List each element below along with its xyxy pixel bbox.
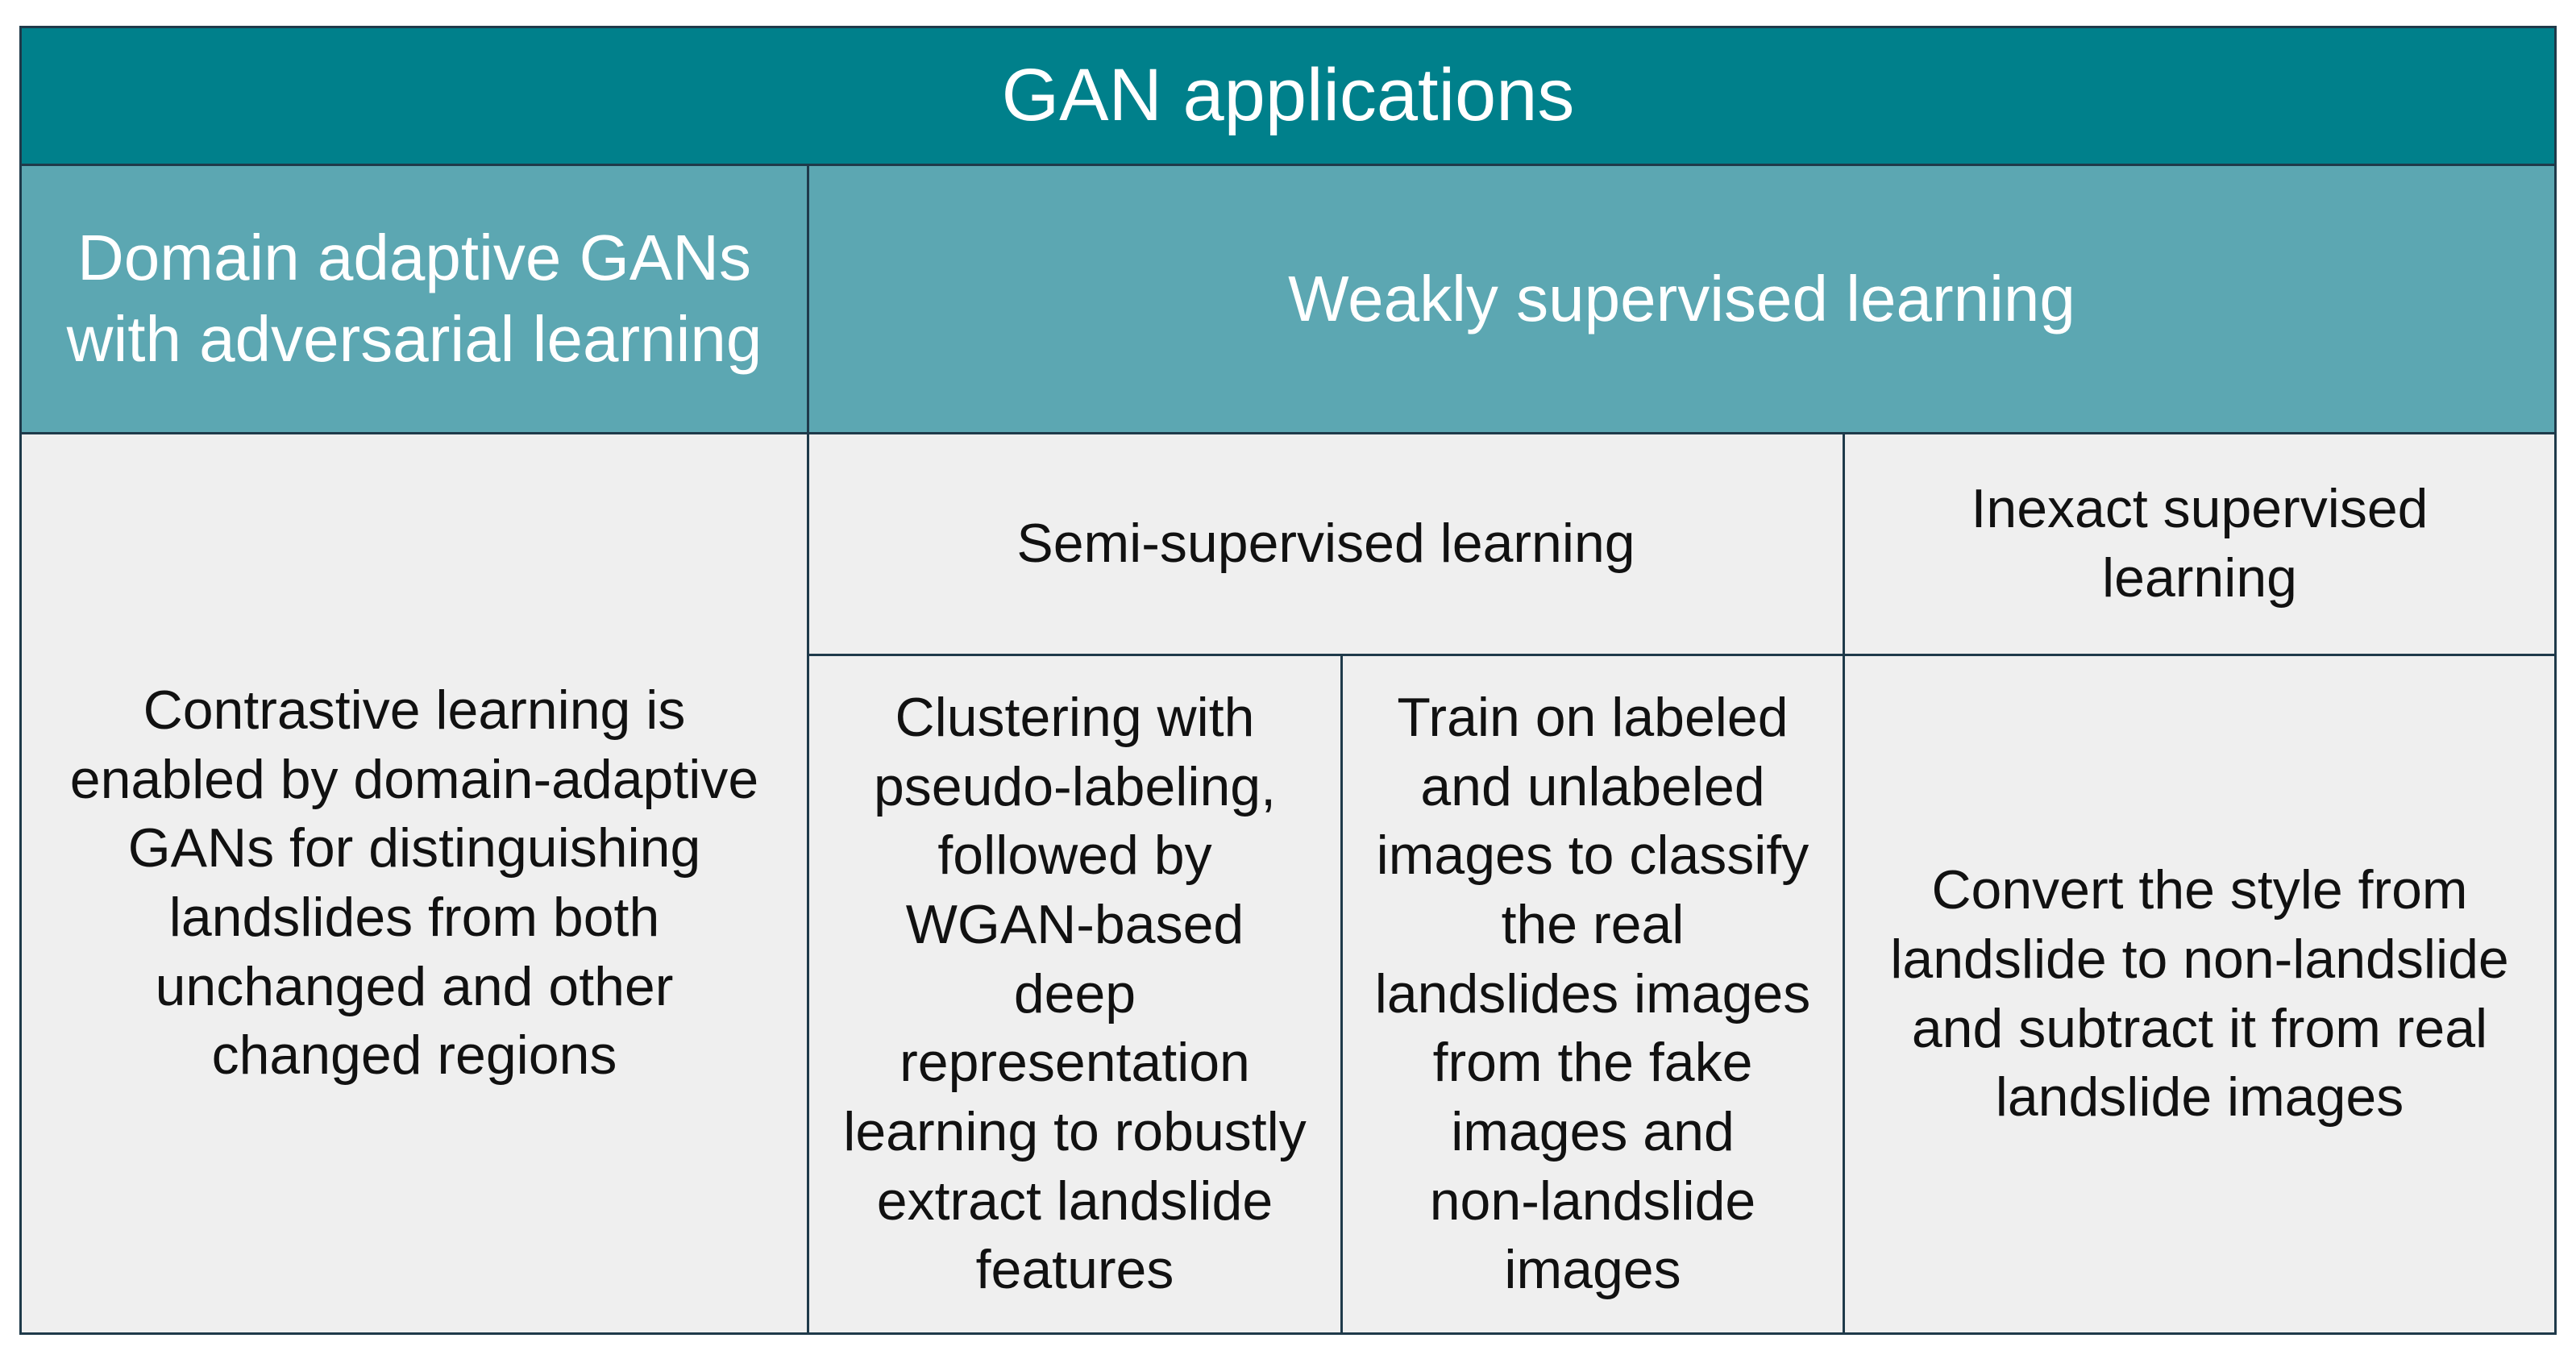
semi-supervised-header-cell: Semi-supervised learning bbox=[809, 434, 1845, 656]
domain-adaptive-header-cell: Domain adaptive GANs with adversarial le… bbox=[22, 166, 809, 434]
inexact-description-cell: Convert the style from landslide to non-… bbox=[1845, 656, 2554, 1332]
inexact-description: Convert the style from landslide to non-… bbox=[1890, 859, 2509, 1128]
table-title-cell: GAN applications bbox=[22, 28, 2554, 166]
domain-adaptive-header: Domain adaptive GANs with adversarial le… bbox=[66, 222, 762, 375]
gan-applications-table: GAN applications Domain adaptive GANs wi… bbox=[19, 26, 2557, 1335]
train-labeled-description-cell: Train on labeled and unlabeled images to… bbox=[1343, 656, 1845, 1332]
clustering-description-cell: Clustering with pseudo-labeling, followe… bbox=[809, 656, 1343, 1332]
table-title: GAN applications bbox=[1001, 54, 1575, 137]
clustering-description: Clustering with pseudo-labeling, followe… bbox=[843, 686, 1307, 1301]
inexact-supervised-header: Inexact supervised learning bbox=[1971, 478, 2429, 609]
weakly-supervised-header-cell: Weakly supervised learning bbox=[809, 166, 2554, 434]
weakly-supervised-header: Weakly supervised learning bbox=[1288, 262, 2075, 335]
domain-adaptive-description-cell: Contrastive learning is enabled by domai… bbox=[22, 434, 809, 1332]
domain-adaptive-description: Contrastive learning is enabled by domai… bbox=[69, 679, 759, 1087]
inexact-supervised-header-cell: Inexact supervised learning bbox=[1845, 434, 2554, 656]
train-labeled-description: Train on labeled and unlabeled images to… bbox=[1374, 686, 1811, 1301]
semi-supervised-header: Semi-supervised learning bbox=[1016, 513, 1635, 575]
